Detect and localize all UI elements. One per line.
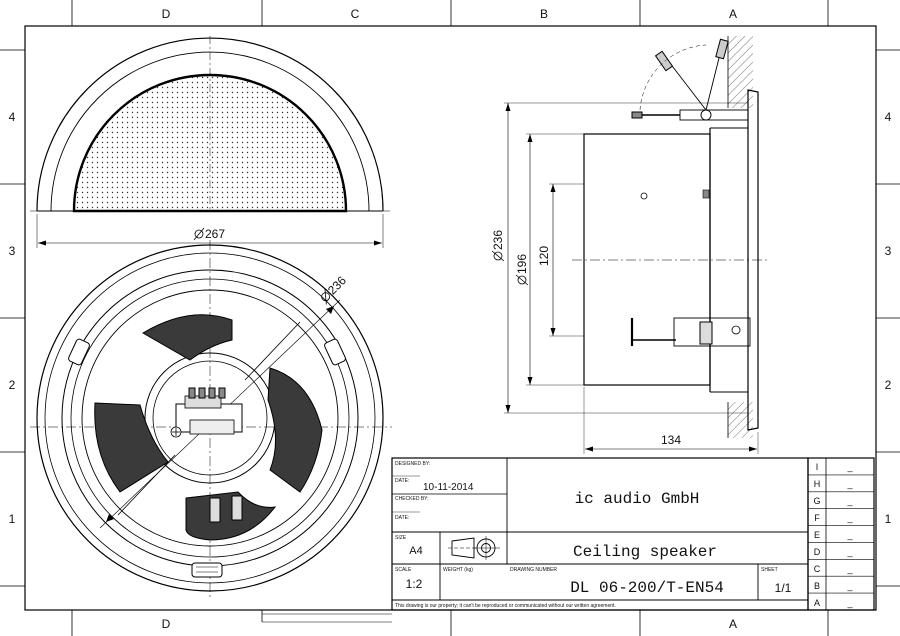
company-name: ic audio GmbH [575,490,700,508]
revision-letter: F [814,513,820,523]
column-label-bottom: D [162,617,171,631]
diameter-icon [517,275,527,285]
weight-label: WEIGHT (kg) [443,567,473,573]
lower-terminals [209,495,243,523]
front-diameter-dimension: 236 [321,273,349,305]
column-label-bottom: A [729,617,737,631]
column-label-top: B [540,7,548,21]
diameter-icon [493,251,503,261]
sheet-value: 1/1 [775,581,792,595]
top-view [30,36,390,248]
revision-letter: B [814,581,820,591]
dim-267: 267 [205,227,225,241]
row-label-left: 3 [9,244,16,258]
dim-236-side: 236 [491,230,505,250]
sheet-label: SHEET [761,567,778,573]
row-label-left: 1 [9,512,16,526]
scale-label: SCALE [395,567,412,573]
top-diameter-dimension: 267 [193,227,225,241]
revision-letters: I H G F E D C B A _ _ _ _ _ _ _ _ _ [813,462,853,608]
column-label-top: A [729,7,737,21]
drawing-title: Ceiling speaker [573,543,717,561]
revision-value: _ [846,479,853,489]
side-view [504,36,768,454]
title-block-text: DESIGNED BY: DATE: 10-11-2014 CHECKED BY… [395,461,792,609]
revision-letter: I [816,462,819,472]
size-value: A4 [409,545,422,557]
dim-134-side: 134 [661,433,681,447]
size-label: SIZE [395,535,407,541]
frame-labels: D C B A D A 4 3 2 1 4 3 2 1 [9,7,892,631]
revision-value: _ [846,564,853,574]
revision-letter: E [814,530,820,540]
column-label-top: D [162,7,171,21]
date2-label: DATE: [395,515,409,521]
dim-120-side: 120 [537,246,551,266]
revision-value: _ [846,496,853,506]
first-angle-projection-icon [448,536,500,560]
baffle-opening-bottom [185,491,277,541]
diameter-icon [194,229,204,239]
row-label-left: 4 [9,110,16,124]
row-label-right: 4 [885,110,892,124]
date-value: 10-11-2014 [423,482,474,493]
drawing-number: DL 06-200/T-EN54 [570,579,724,597]
baffle-openings [94,314,323,541]
revision-value: _ [846,462,853,472]
designed-by-label: DESIGNED BY: [395,461,430,467]
revision-value: _ [846,598,853,608]
drawing-number-label: DRAWING NUMBER [510,567,557,573]
spring-clips [68,338,346,578]
side-dimension-labels: 236 196 120 134 [491,230,681,447]
row-label-right: 3 [885,244,892,258]
revision-letter: C [814,564,821,574]
baffle-opening-top [142,314,233,361]
disclaimer: This drawing is our property; it can't b… [395,603,616,609]
revision-letter: D [814,547,821,557]
revision-value: _ [846,513,853,523]
revision-letter: A [814,598,820,608]
row-label-right: 1 [885,512,892,526]
baffle-opening-right [267,367,323,493]
baffle-opening-left [94,402,169,493]
revision-value: _ [846,547,853,557]
date-label: DATE: [395,478,409,484]
revision-grid [808,474,874,594]
revision-letter: H [814,479,821,489]
title-block [391,457,875,611]
checked-by-label: CHECKED BY: [395,496,429,502]
revision-value: _ [846,530,853,540]
terminal-block [170,387,243,438]
scale-value: 1:2 [406,577,423,591]
row-label-left: 2 [9,378,16,392]
revision-letter: G [813,496,820,506]
diameter-icon [321,292,331,302]
revision-value: _ [846,581,853,591]
dim-196-side: 196 [515,254,529,274]
column-label-top: C [351,7,360,21]
row-label-right: 2 [885,378,892,392]
